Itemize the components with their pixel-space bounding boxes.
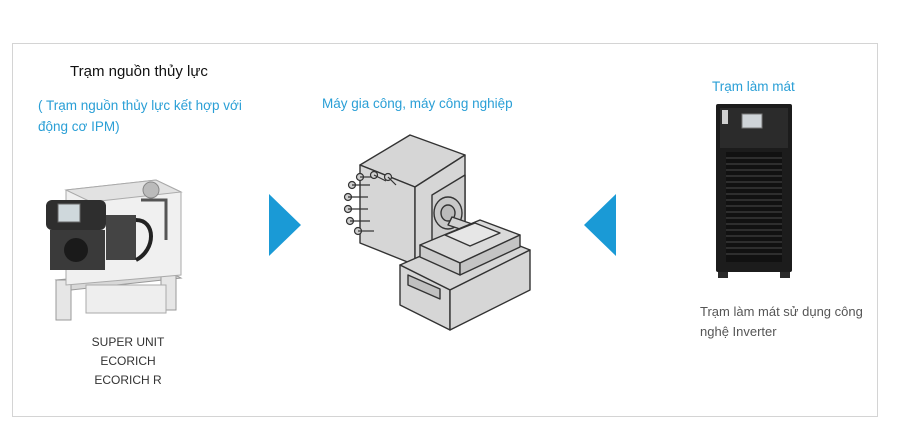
model-ecorich: ECORICH: [100, 354, 156, 368]
hydraulic-unit-title: Trạm nguồn thủy lực: [70, 63, 208, 80]
arrow-right-icon: [269, 194, 301, 256]
diagram-frame: [12, 43, 878, 417]
model-super-unit: SUPER UNIT: [91, 335, 165, 349]
cooling-unit-image: [716, 104, 792, 278]
model-ecorich-r: ECORICH R: [94, 373, 162, 387]
arrow-left-icon: [584, 194, 616, 256]
machine-tool-illustration: [343, 134, 531, 331]
hydraulic-unit-subtitle: ( Trạm nguồn thủy lực kết hợp với động c…: [38, 98, 242, 134]
hydraulic-unit-models: SUPER UNIT ECORICH ECORICH R: [88, 333, 168, 390]
hydraulic-unit-image: [46, 179, 183, 321]
cooling-unit-title: Trạm làm mát: [712, 79, 795, 94]
cooling-unit-description: Trạm làm mát sử dụng công nghệ Inverter: [700, 304, 863, 339]
machine-tool-title: Máy gia công, máy công nghiệp: [322, 96, 513, 111]
